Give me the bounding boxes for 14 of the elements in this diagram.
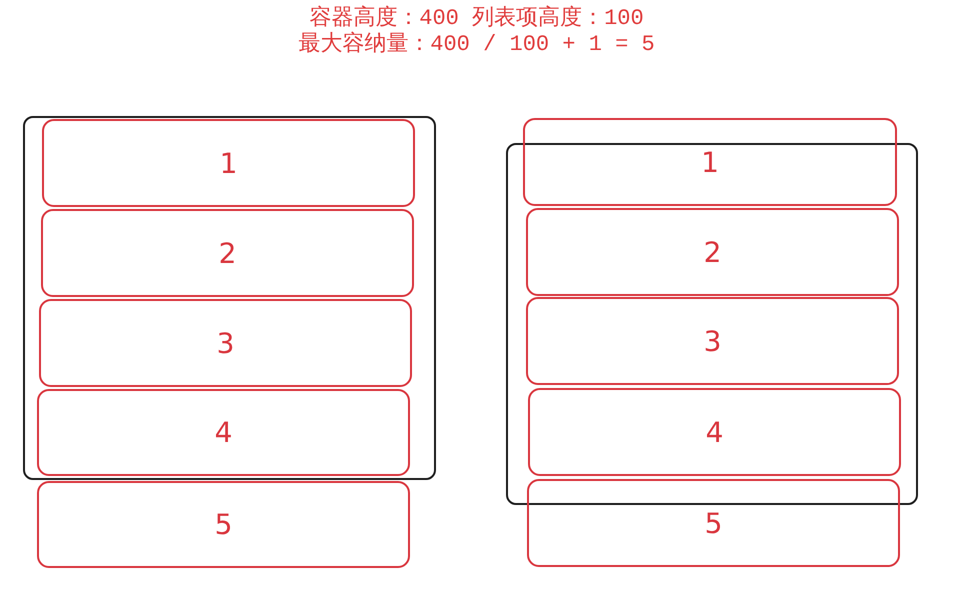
list-item: 1 <box>42 119 415 207</box>
heading-text: 最大容纳量：400 / 100 + 1 = 5 <box>298 32 655 58</box>
list-item: 4 <box>528 388 901 476</box>
list-item: 1 <box>523 118 897 206</box>
heading-text: 容器高度：400 列表项高度：100 <box>309 6 644 32</box>
container-frame <box>23 116 436 480</box>
list-item: 2 <box>41 209 414 297</box>
list-item: 3 <box>39 299 412 387</box>
list-item: 5 <box>37 481 410 568</box>
container-frame <box>506 143 918 505</box>
list-item: 2 <box>526 208 899 296</box>
list-item: 4 <box>37 389 410 476</box>
list-item: 5 <box>527 479 900 567</box>
list-item: 3 <box>526 297 899 385</box>
